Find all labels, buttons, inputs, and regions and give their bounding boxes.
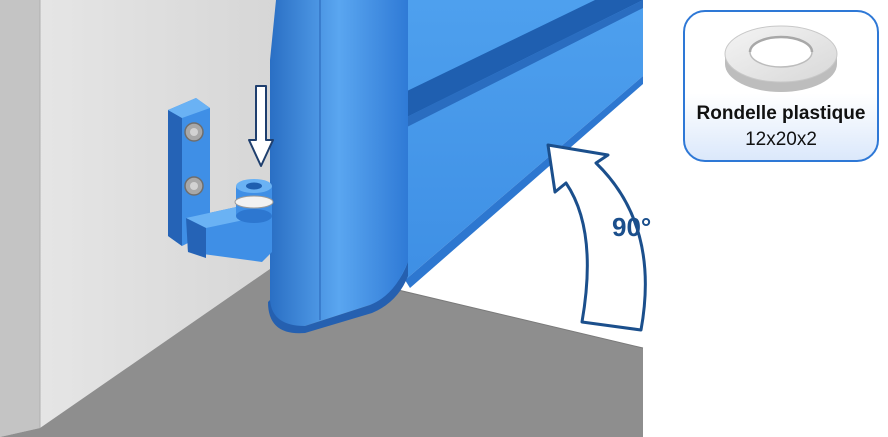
hinge-pin — [235, 179, 273, 223]
part-size: 12x20x2 — [685, 129, 877, 151]
part-name: Rondelle plastique — [685, 103, 877, 125]
part-info-card: Rondelle plastique 12x20x2 — [683, 10, 879, 162]
plastic-washer-icon — [721, 20, 841, 96]
bolt-top-icon — [185, 123, 203, 141]
bolt-bottom-icon — [185, 177, 203, 195]
gate-post — [268, 0, 408, 333]
rotation-angle-label: 90° — [612, 212, 651, 243]
